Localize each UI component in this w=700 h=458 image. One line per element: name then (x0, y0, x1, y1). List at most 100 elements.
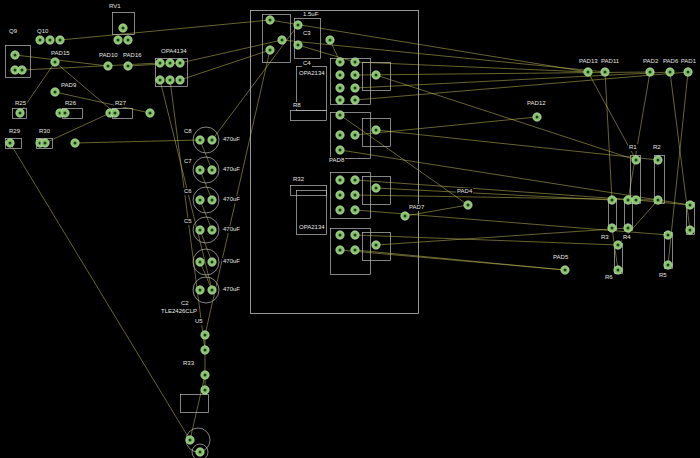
pad (654, 156, 662, 164)
pad-hole (669, 71, 672, 74)
pad-hole (617, 244, 620, 247)
pad-copper (201, 386, 209, 394)
pad-hole (9, 142, 12, 145)
pad (336, 206, 344, 214)
airwire (45, 113, 110, 143)
pad (16, 109, 24, 117)
pad-hole (14, 69, 17, 72)
board-region (251, 11, 419, 314)
pad-copper (208, 196, 216, 204)
part-outline (113, 13, 135, 35)
pad (166, 59, 174, 67)
airwire (270, 20, 588, 72)
airwire (628, 72, 650, 200)
pad-hole (354, 99, 357, 102)
airwire (205, 335, 206, 390)
pad (208, 286, 216, 294)
part-label: Q9 (8, 28, 18, 35)
pad-copper (614, 266, 622, 274)
pad (176, 59, 184, 67)
part-outline (363, 233, 391, 261)
pad-copper (208, 226, 216, 234)
pad-copper (601, 68, 609, 76)
pad-hole (117, 39, 120, 42)
part-outline (37, 139, 53, 149)
pad (36, 36, 44, 44)
part-outline (6, 46, 31, 78)
pad-copper (372, 241, 380, 249)
part-label: 470uF (222, 286, 241, 293)
pad (351, 191, 359, 199)
part-label: R32 (292, 176, 305, 183)
airwire (75, 140, 200, 143)
airwire (180, 50, 270, 80)
part-label: PAD10 (98, 52, 119, 59)
pad-copper (351, 191, 359, 199)
pad-copper (196, 286, 204, 294)
pad-hole (339, 114, 342, 117)
pad-copper (124, 62, 132, 70)
pad-copper (36, 36, 44, 44)
pad-hole (375, 244, 378, 247)
pad-copper (351, 84, 359, 92)
airwire (605, 72, 612, 200)
pad (196, 136, 204, 144)
pad-copper (294, 41, 302, 49)
pad-hole (354, 249, 357, 252)
part-label: 470uF (222, 166, 241, 173)
pad (614, 266, 622, 274)
pad-hole (375, 129, 378, 132)
pad-hole (297, 24, 300, 27)
part-label: PAD5 (552, 254, 569, 261)
pad-hole (179, 62, 182, 65)
pad-hole (339, 234, 342, 237)
pad-copper (176, 59, 184, 67)
pad (654, 196, 662, 204)
pad (624, 196, 632, 204)
pad-hole (667, 234, 670, 237)
pad-hole (199, 261, 202, 264)
pad-copper (201, 331, 209, 339)
airwire (376, 228, 628, 245)
pad (111, 109, 119, 117)
pad (351, 58, 359, 66)
pad-hole (122, 27, 125, 30)
pad (336, 111, 344, 119)
pad-copper (336, 71, 344, 79)
pad (294, 21, 302, 29)
airwire (212, 25, 298, 140)
airwire (355, 117, 537, 135)
part-label: RV1 (108, 3, 122, 10)
capacitor-outline (193, 277, 219, 303)
airwire (200, 140, 212, 170)
pad-copper (351, 246, 359, 254)
pad (614, 241, 622, 249)
pad (61, 109, 69, 117)
part-label: C8 (183, 128, 193, 135)
airwire (282, 40, 605, 72)
pad-copper (654, 156, 662, 164)
pad-hole (169, 79, 172, 82)
part-outline (156, 59, 188, 87)
pad (372, 71, 380, 79)
pad-copper (196, 448, 204, 456)
part-label: C5 (183, 218, 193, 225)
pad-hole (689, 229, 692, 232)
pad (336, 231, 344, 239)
pad (51, 58, 59, 66)
pad-hole (59, 39, 62, 42)
pad-copper (208, 286, 216, 294)
pad-hole (564, 269, 567, 272)
pad-hole (689, 204, 692, 207)
pad-hole (199, 199, 202, 202)
pad (208, 226, 216, 234)
pad (584, 68, 592, 76)
pad-copper (176, 76, 184, 84)
part-label: 470uF (222, 196, 241, 203)
pad-hole (339, 194, 342, 197)
pad-hole (536, 116, 539, 119)
pad-copper (584, 68, 592, 76)
pad-hole (354, 134, 357, 137)
pad-hole (611, 199, 614, 202)
